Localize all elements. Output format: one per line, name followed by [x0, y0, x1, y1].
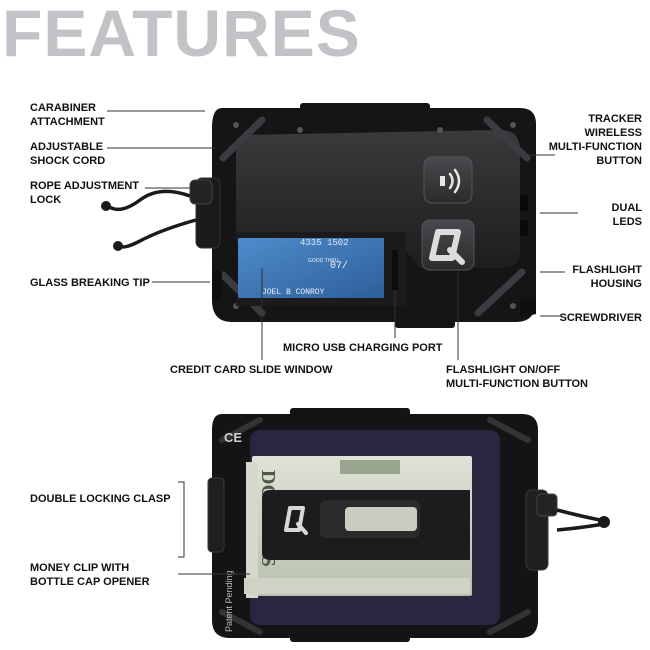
bottom-wallet: CE DOLLARS Patent Pending: [207, 408, 610, 642]
money-clip: [262, 490, 470, 560]
svg-text:JOEL B CONROY: JOEL B CONROY: [262, 288, 325, 297]
q-logo-icon: [284, 506, 308, 535]
micro-usb-port: [392, 250, 398, 290]
q-logo-icon: [429, 229, 465, 265]
wireless-icon: [440, 168, 461, 194]
led-left: [520, 195, 528, 211]
leader-lines: [107, 110, 578, 575]
svg-text:4335 1502: 4335 1502: [300, 238, 349, 248]
credit-card: 4335 1502 GOOD THRU 07/ JOEL B CONROY: [238, 237, 388, 299]
page-title: FEATURES: [2, 0, 361, 70]
tracker-button: [423, 156, 473, 204]
label-double-locking-clasp: DOUBLE LOCKING CLASP: [30, 493, 171, 505]
label-micro-usb-port: MICRO USB CHARGING PORT: [283, 342, 443, 354]
top-wallet: 4335 1502 GOOD THRU 07/ JOEL B CONROY: [101, 103, 536, 328]
flashlight-button: [421, 219, 475, 271]
svg-text:GOOD THRU: GOOD THRU: [308, 258, 339, 264]
led-right: [520, 220, 528, 236]
svg-text:07/: 07/: [330, 260, 348, 272]
shock-cord: [106, 189, 191, 212]
screwdriver: [520, 296, 536, 318]
label-credit-card-window: CREDIT CARD SLIDE WINDOW: [170, 364, 333, 376]
glass-breaking-tip: [212, 270, 222, 300]
double-locking-clasp: [207, 477, 225, 553]
label-glass-breaking-tip: GLASS BREAKING TIP: [30, 277, 150, 289]
label-screwdriver: SCREWDRIVER: [559, 312, 642, 324]
bottle-opener: [345, 507, 417, 531]
svg-text:Patent Pending: Patent Pending: [224, 570, 234, 632]
ce-mark: CE: [224, 430, 242, 445]
rope-adjustment-lock: [189, 179, 213, 205]
